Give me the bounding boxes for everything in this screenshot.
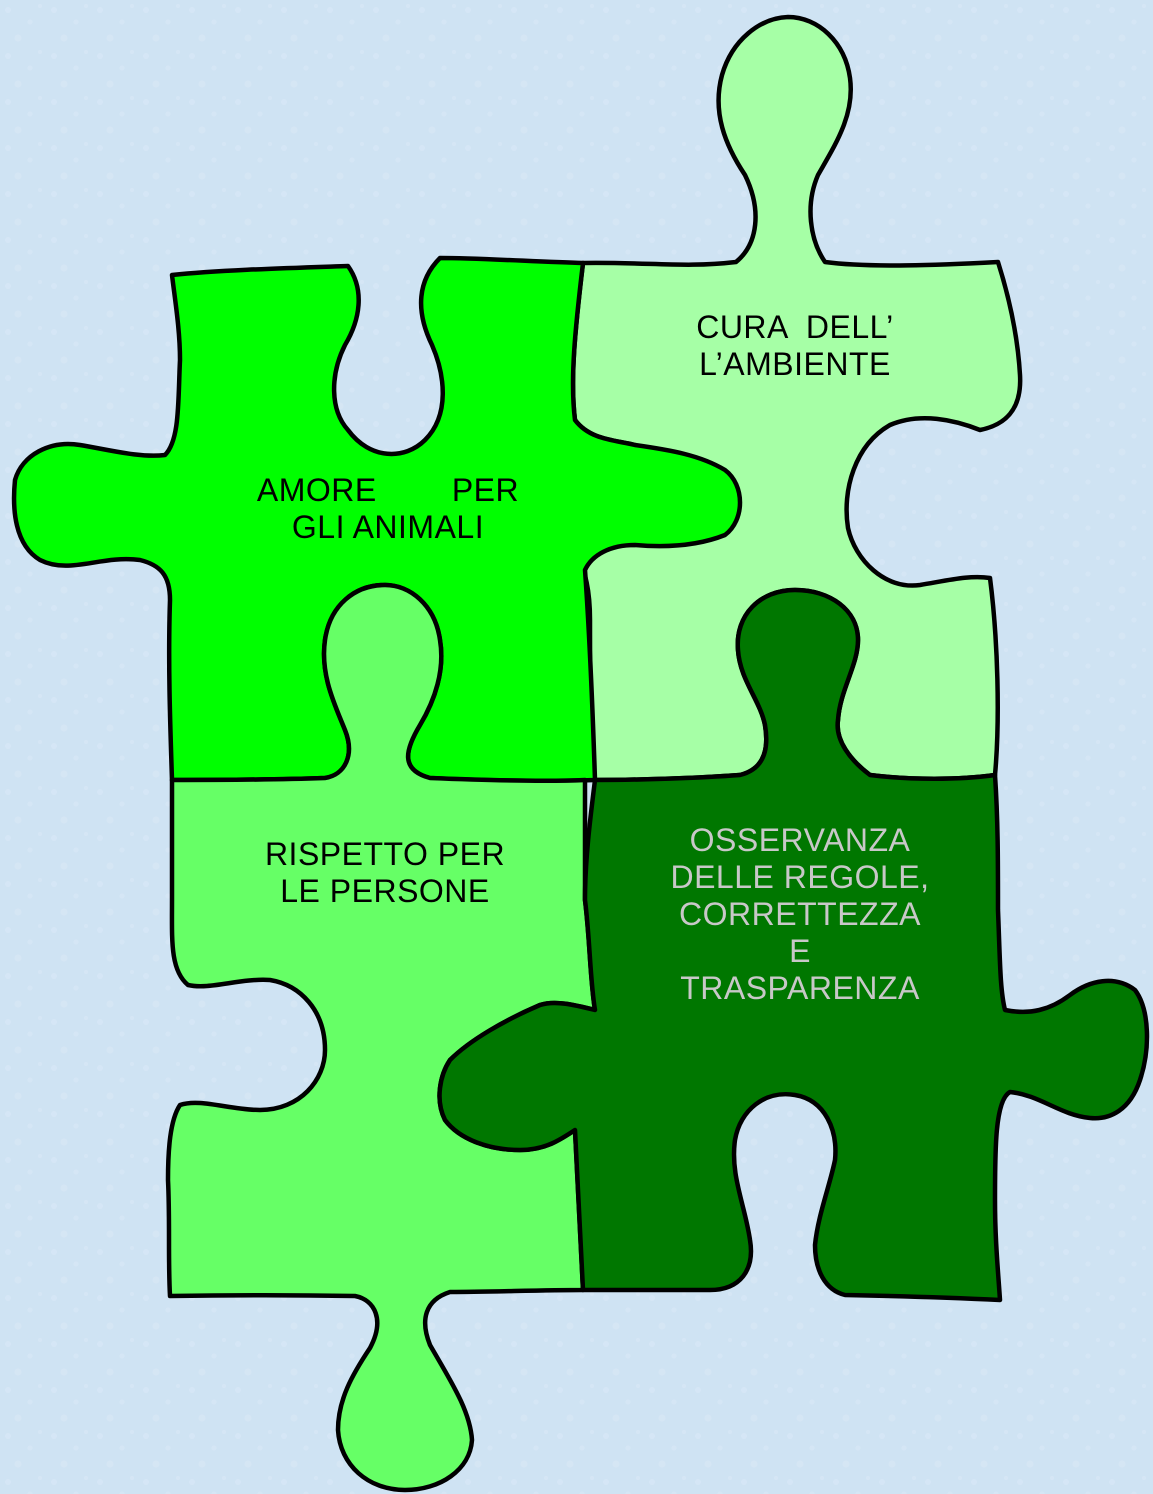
label-rispetto-line-2: LE PERSONE: [280, 873, 490, 909]
label-osservanza-line-3: CORRETTEZZA: [679, 896, 921, 932]
label-amore-line-2: GLI ANIMALI: [291, 509, 485, 545]
label-osservanza-line-2: DELLE REGOLE,: [670, 859, 930, 895]
label-osservanza-line-4: E: [789, 933, 811, 969]
label-osservanza-line-1: OSSERVANZA: [689, 822, 911, 858]
label-amore-animali: AMORE PER GLI ANIMALI: [228, 472, 548, 546]
label-rispetto-line-1: RISPETTO PER: [264, 836, 506, 872]
label-cura-line-1: CURA DELL’: [696, 309, 894, 345]
label-cura-ambiente: CURA DELL’ L’AMBIENTE: [640, 309, 950, 383]
label-amore-line-1: AMORE PER: [256, 472, 520, 508]
puzzle-piece-rispetto-persone: [165, 582, 598, 1493]
label-osservanza-line-5: TRASPARENZA: [680, 970, 920, 1006]
label-cura-line-2: L’AMBIENTE: [699, 346, 891, 382]
label-rispetto-persone: RISPETTO PER LE PERSONE: [225, 836, 545, 910]
puzzle-piece-osservanza-regole: [437, 587, 1150, 1303]
label-osservanza-regole: OSSERVANZA DELLE REGOLE, CORRETTEZZA E T…: [635, 822, 965, 1007]
